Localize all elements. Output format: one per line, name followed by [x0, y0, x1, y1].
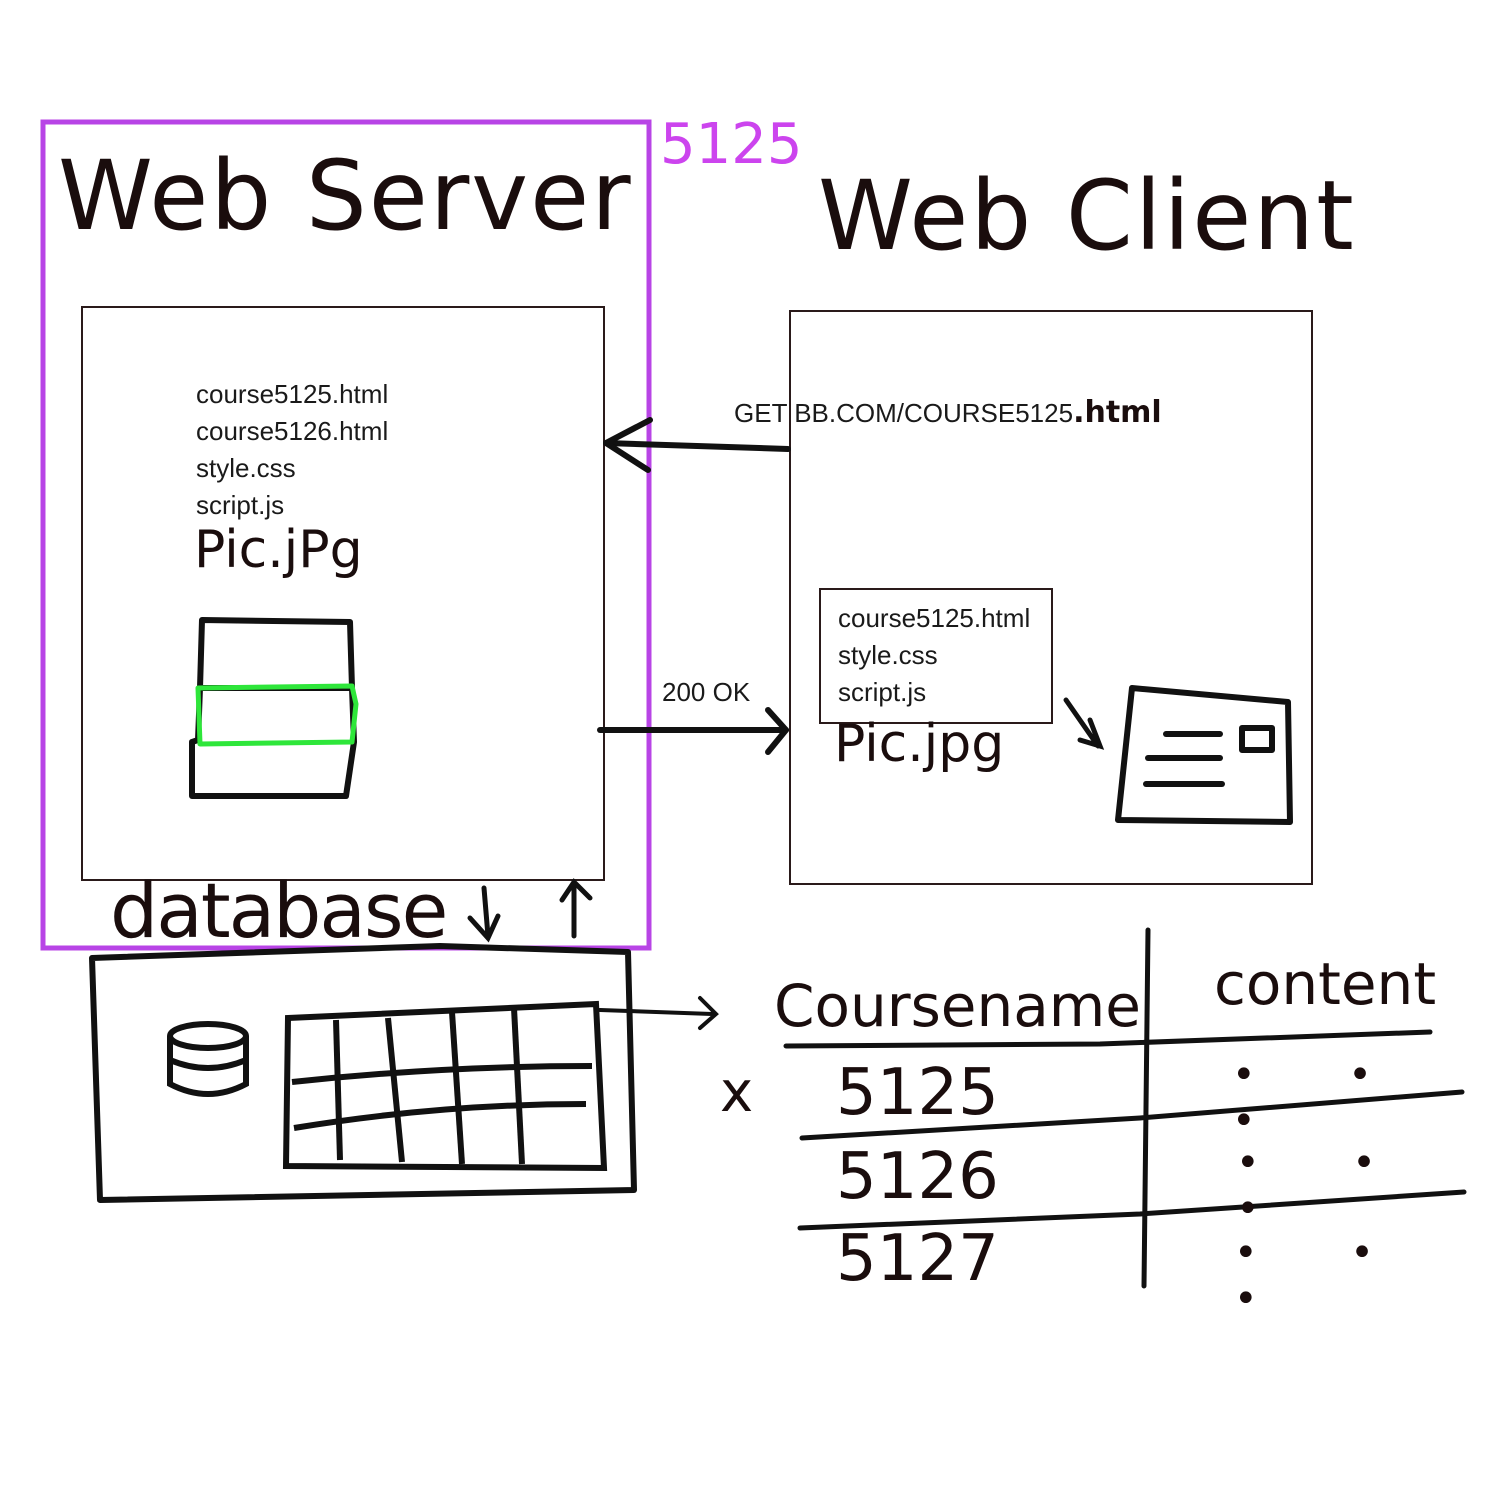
database-box [89, 943, 637, 1203]
request-url: GET BB.COM/COURSE5125 [734, 398, 1074, 428]
server-image-file: Pic.jPg [194, 520, 363, 580]
server-file-list: course5125.html course5126.html style.cs… [196, 376, 388, 524]
table-row-course: 5127 [836, 1222, 999, 1296]
render-arrow [1063, 697, 1105, 750]
received-file-list: course5125.html style.css script.js [838, 600, 1030, 711]
file-item: style.css [196, 453, 296, 483]
client-box [789, 310, 1313, 885]
file-item: course5125.html [838, 603, 1031, 633]
server-files-box [81, 306, 605, 881]
file-item: style.css [838, 640, 938, 670]
table-row-content: • • • [1232, 1052, 1412, 1144]
rendered-page-icon [1115, 685, 1293, 825]
server-title: Web Server [58, 140, 633, 252]
row-marker: x [720, 1060, 754, 1125]
table-row-content: • • • [1236, 1140, 1416, 1232]
table-row-course: 5125 [836, 1056, 999, 1130]
table-row-course: 5126 [836, 1140, 999, 1214]
file-item: course5126.html [196, 416, 389, 446]
client-title: Web Client [818, 160, 1356, 272]
to-table-arrow [598, 996, 719, 1030]
request-extension: .html [1073, 395, 1162, 430]
table-header-coursename: Coursename [774, 972, 1141, 1040]
response-arrow [597, 707, 789, 755]
file-item: script.js [196, 490, 285, 520]
table-header-content: content [1214, 950, 1437, 1018]
file-item: course5125.html [196, 379, 389, 409]
table-row-content: • • • [1234, 1230, 1414, 1322]
received-files-box [819, 588, 1053, 724]
request-text: GET BB.COM/COURSE5125.html [734, 394, 1162, 432]
course-table-lines [783, 927, 1467, 1289]
file-item: script.js [838, 677, 927, 707]
database-label: database [110, 866, 448, 955]
database-cylinder-icon [167, 1021, 249, 1097]
db-arrows [467, 878, 593, 943]
client-image-file: Pic.jpg [834, 714, 1005, 774]
highlighted-layer [195, 683, 359, 747]
database-table-icon [282, 1000, 608, 1172]
server-stack-icon [189, 617, 357, 799]
annotation-number: 5125 [660, 112, 803, 177]
request-arrow [603, 417, 791, 473]
response-status: 200 OK [662, 677, 751, 707]
